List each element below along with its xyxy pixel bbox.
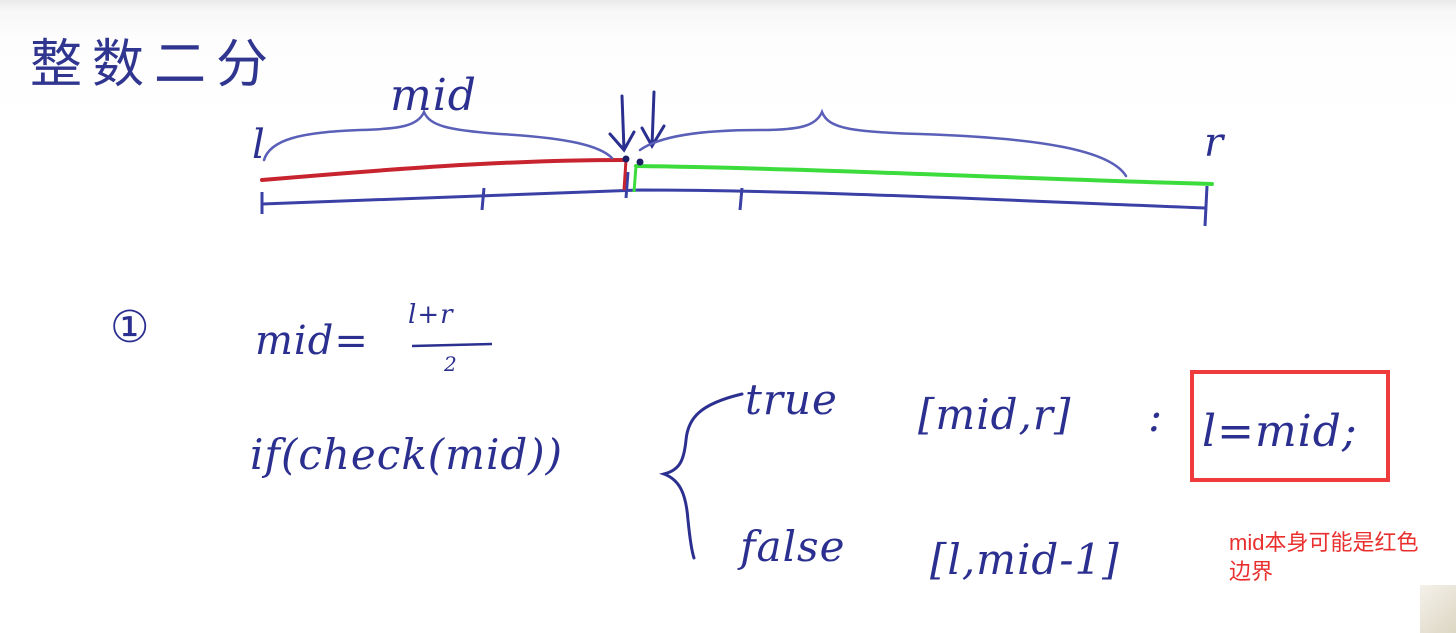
true-branch-range: [mid,r] bbox=[918, 390, 1072, 439]
tick-three-quarter bbox=[738, 187, 744, 211]
green-boundary-dot bbox=[636, 158, 644, 166]
mid-label-top: mid bbox=[390, 70, 477, 121]
annotation-note: mid本身可能是红色 边界 bbox=[1229, 528, 1451, 586]
number-line bbox=[260, 188, 1207, 210]
true-branch-colon: : bbox=[1148, 392, 1164, 441]
if-check-line: if(check(mid)) bbox=[250, 430, 564, 479]
annotation-line-2: 边界 bbox=[1229, 559, 1274, 584]
step-one-marker: ① bbox=[110, 302, 151, 353]
fraction-bar bbox=[411, 342, 493, 348]
tick-quarter bbox=[480, 187, 486, 211]
green-segment bbox=[634, 164, 1214, 186]
mid-numerator: l+r bbox=[408, 300, 454, 330]
highlight-box-l-equals-mid bbox=[1190, 370, 1390, 482]
tick-mid bbox=[624, 171, 630, 199]
annotation-line-1: mid本身可能是红色 bbox=[1229, 530, 1419, 555]
red-segment bbox=[260, 158, 628, 182]
corner-object bbox=[1420, 585, 1456, 633]
brace-right bbox=[638, 108, 1128, 178]
mid-assignment-lhs: mid= bbox=[255, 318, 369, 364]
tick-right bbox=[1203, 185, 1209, 227]
red-segment-end bbox=[622, 159, 628, 191]
left-bound-label: l bbox=[252, 122, 266, 168]
title-text: 整数二分 bbox=[30, 35, 279, 95]
branch-brace bbox=[658, 392, 744, 560]
true-branch-assignment: l=mid; bbox=[1202, 406, 1358, 457]
right-bound-label: r bbox=[1204, 120, 1225, 166]
mid-denominator: 2 bbox=[444, 352, 458, 376]
brace-left bbox=[262, 108, 614, 162]
green-segment-start bbox=[632, 165, 638, 193]
false-branch-label: false bbox=[740, 522, 846, 571]
arrow-green-boundary bbox=[640, 90, 666, 149]
arrow-red-boundary bbox=[608, 94, 636, 153]
false-branch-range: [l,mid-1] bbox=[930, 535, 1120, 584]
true-branch-label: true bbox=[745, 375, 838, 424]
red-boundary-dot bbox=[622, 155, 630, 163]
